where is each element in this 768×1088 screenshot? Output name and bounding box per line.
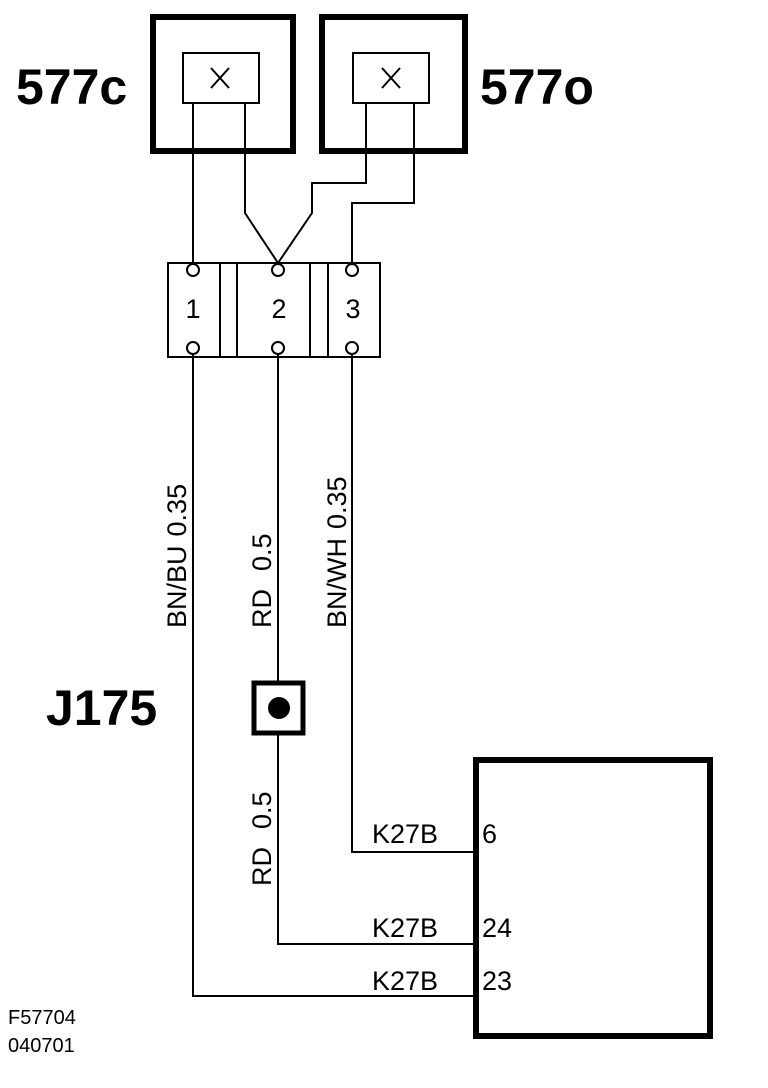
module-pin-24: 24 [482, 913, 512, 943]
wire-label-bn-wh: BN/WH0.35 [322, 476, 352, 628]
wire-bn-bu [192, 354, 476, 997]
terminal-block [167, 262, 381, 358]
module-pin-6: 6 [482, 819, 497, 849]
splice-j175 [251, 680, 306, 736]
date-code: 040701 [8, 1035, 75, 1057]
connector-label-pin24: K27B [372, 913, 438, 943]
module-pin-23: 23 [482, 966, 512, 996]
label-577c: 577c [16, 59, 127, 115]
wire-bn-wh [351, 354, 476, 853]
connector-label-pin6: K27B [372, 819, 438, 849]
connector-577c [150, 14, 296, 154]
figure-id: F57704 [8, 1007, 76, 1029]
connector-label-pin23: K27B [372, 966, 438, 996]
wire-label-rd-upper: RD0.5 [247, 533, 277, 628]
wire-rd-lower [277, 733, 476, 945]
block-pin-3: 3 [345, 294, 360, 324]
label-577o: 577o [480, 59, 594, 115]
block-pin-2: 2 [271, 294, 286, 324]
block-pin-1: 1 [185, 294, 200, 324]
wire-label-bn-bu: BN/BU0.35 [162, 484, 192, 628]
label-j175: J175 [46, 680, 157, 736]
connector-577o [319, 14, 468, 154]
module-box [473, 757, 713, 1039]
upper-wires [192, 103, 415, 264]
wire-label-rd-lower: RD0.5 [247, 791, 277, 886]
